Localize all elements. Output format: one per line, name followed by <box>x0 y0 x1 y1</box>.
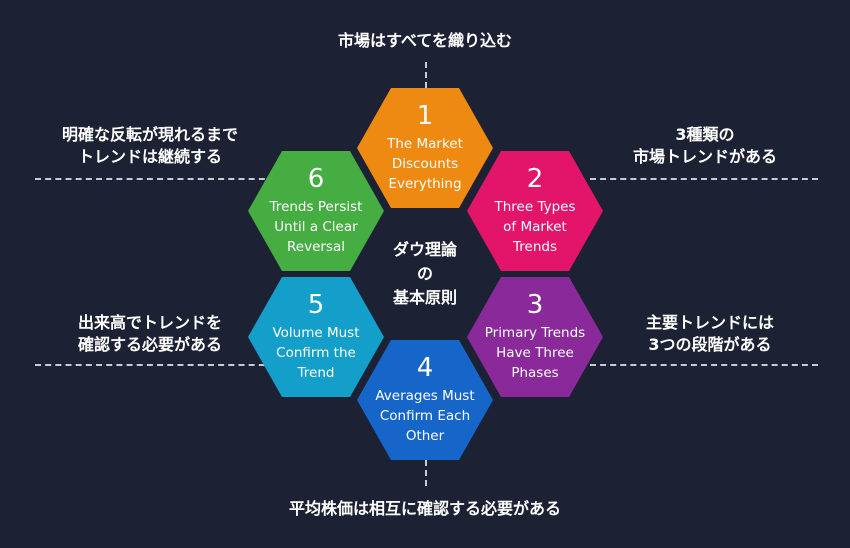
hexagon-5-number: 5 <box>307 290 325 320</box>
hexagon-1-number: 1 <box>416 101 434 131</box>
note-bottom-right: 主要トレンドには 3つの段階がある <box>645 313 774 354</box>
connector-bottom <box>425 460 427 486</box>
note-top-left: 明確な反転が現れるまで トレンドは継続する <box>61 125 238 166</box>
hexagon-2-label: Three Types of Market Trends <box>494 199 576 255</box>
note-top: 市場はすべてを織り込む <box>338 31 512 50</box>
hexagon-2: 2 Three Types of Market Trends <box>467 151 603 271</box>
hexagon-6-label: Trends Persist Until a Clear Reversal <box>269 199 363 255</box>
hexagon-5-label: Volume Must Confirm the Trend <box>272 325 360 381</box>
hexagon-3: 3 Primary Trends Have Three Phases <box>467 277 603 397</box>
connector-top-left <box>35 178 275 180</box>
hexagon-3-label: Primary Trends Have Three Phases <box>484 325 586 381</box>
hexagon-4-number: 4 <box>416 353 434 383</box>
connector-bottom-left <box>35 364 275 366</box>
center-title: ダウ理論 の 基本原則 <box>392 240 457 307</box>
hexagon-2-number: 2 <box>526 164 544 194</box>
connector-top <box>425 62 427 88</box>
hexagon-6-number: 6 <box>307 164 325 194</box>
connector-bottom-right <box>590 364 818 366</box>
note-bottom-left: 出来高でトレンドを 確認する必要がある <box>77 313 222 354</box>
hexagon-4-label: Averages Must Confirm Each Other <box>375 388 475 444</box>
hexagon-6: 6 Trends Persist Until a Clear Reversal <box>248 151 384 271</box>
hexagon-3-number: 3 <box>526 290 544 320</box>
hexagon-4: 4 Averages Must Confirm Each Other <box>357 340 493 460</box>
connector-top-right <box>590 178 818 180</box>
note-bottom: 平均株価は相互に確認する必要がある <box>288 499 561 518</box>
hexagon-1: 1 The Market Discounts Everything <box>357 88 493 208</box>
note-top-right: 3種類の 市場トレンドがある <box>632 125 777 166</box>
hexagon-1-label: The Market Discounts Everything <box>387 136 463 192</box>
